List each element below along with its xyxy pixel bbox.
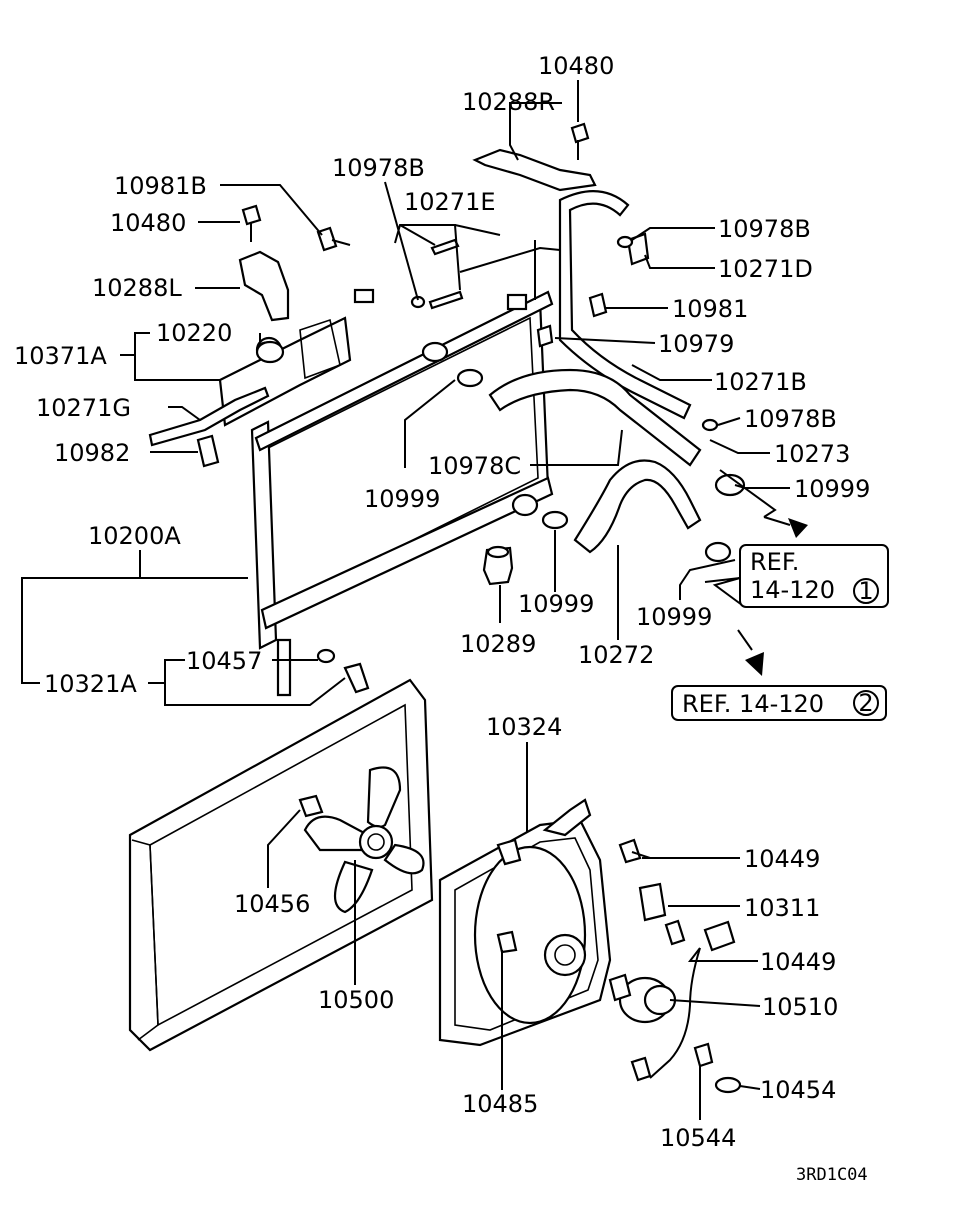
- label-10978C: 10978C: [428, 452, 521, 480]
- label-10999-b: 10999: [794, 475, 870, 503]
- label-10271B: 10271B: [714, 368, 807, 396]
- part-labels: 10480 10288R 10978B 10981B 10480 10271E …: [14, 52, 870, 1152]
- label-10321A: 10321A: [44, 670, 137, 698]
- label-10978B-a: 10978B: [332, 154, 425, 182]
- hoses: [148, 190, 746, 563]
- label-10457: 10457: [186, 647, 262, 675]
- label-10999-d: 10999: [636, 603, 712, 631]
- diagram-code: 3RD1C04: [796, 1165, 868, 1185]
- label-10978B-b: 10978B: [718, 215, 811, 243]
- label-10979: 10979: [658, 330, 734, 358]
- label-10220: 10220: [156, 319, 232, 347]
- ref1-line1: REF.: [750, 548, 799, 576]
- label-10999-a: 10999: [364, 485, 440, 513]
- label-10982: 10982: [54, 439, 130, 467]
- leader-lines: [21, 80, 808, 1120]
- label-10978B-c: 10978B: [744, 405, 837, 433]
- label-10271G: 10271G: [36, 394, 131, 422]
- label-10311: 10311: [744, 894, 820, 922]
- label-10324: 10324: [486, 713, 562, 741]
- ref2-circle-number: 2: [858, 689, 873, 717]
- ref-box-2: REF. 14-120 2: [671, 685, 887, 721]
- label-10272: 10272: [578, 641, 654, 669]
- ref1-circle-number: 1: [858, 577, 873, 605]
- label-10456: 10456: [234, 890, 310, 918]
- label-10480-left: 10480: [110, 209, 186, 237]
- label-10288L: 10288L: [92, 274, 182, 302]
- label-10981B: 10981B: [114, 172, 207, 200]
- label-10271E: 10271E: [404, 188, 496, 216]
- label-10289: 10289: [460, 630, 536, 658]
- label-10371A: 10371A: [14, 342, 107, 370]
- fan-blade: [298, 766, 425, 914]
- fan-shroud: [438, 798, 612, 1047]
- ref-box-1: REF. 14-120 1: [739, 544, 889, 608]
- small-parts: [196, 122, 719, 694]
- label-10485: 10485: [462, 1090, 538, 1118]
- label-10288R: 10288R: [462, 88, 555, 116]
- label-10981: 10981: [672, 295, 748, 323]
- label-10271D: 10271D: [718, 255, 813, 283]
- label-10500: 10500: [318, 986, 394, 1014]
- label-10449-b: 10449: [760, 948, 836, 976]
- ref1-line2: 14-120: [750, 576, 835, 604]
- label-10449-a: 10449: [744, 845, 820, 873]
- ref2-text: REF. 14-120: [682, 690, 824, 718]
- label-10200A: 10200A: [88, 522, 181, 550]
- label-10510: 10510: [762, 993, 838, 1021]
- label-10544: 10544: [660, 1124, 736, 1152]
- label-10273: 10273: [774, 440, 850, 468]
- radiator-lower: [128, 678, 434, 1052]
- label-10454: 10454: [760, 1076, 836, 1104]
- label-10999-c: 10999: [518, 590, 594, 618]
- fan-motor-parts: [608, 838, 742, 1094]
- label-10480-top: 10480: [538, 52, 614, 80]
